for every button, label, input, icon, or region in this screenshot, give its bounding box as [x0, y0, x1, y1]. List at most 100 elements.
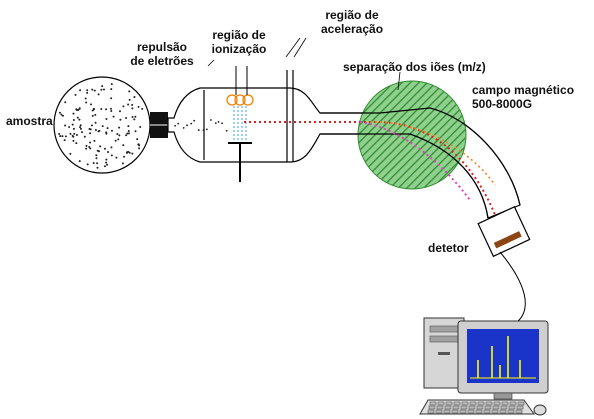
keyboard-key: [443, 409, 451, 414]
label-aceleracao-line1: região de: [325, 8, 379, 22]
keyboard-key: [453, 401, 461, 406]
sample-particle: [137, 143, 140, 146]
sample-particle: [116, 133, 119, 136]
sample-particle: [106, 150, 109, 153]
sample-particle: [96, 162, 99, 165]
sample-particle: [93, 139, 96, 142]
sample-particle: [139, 126, 142, 129]
sample-particle: [138, 147, 141, 150]
sample-particle: [110, 88, 113, 91]
sample-particle: [96, 166, 99, 169]
sample-particle: [79, 126, 82, 129]
sample-particle: [133, 118, 136, 121]
keyboard-key: [445, 401, 453, 406]
sample-particle: [61, 135, 64, 138]
sample-particle: [131, 152, 134, 155]
detector: [477, 206, 531, 258]
sample-particle: [100, 88, 103, 91]
detector-cable: [487, 251, 526, 331]
keyboard-key: [476, 405, 484, 410]
sample-particle: [103, 147, 106, 150]
sample-particle: [61, 114, 64, 117]
keyboard-key: [429, 401, 437, 406]
sample-particle: [133, 96, 136, 99]
sample-particle: [72, 135, 75, 138]
inlet-particle: [193, 119, 196, 122]
label-aceleracao-line2: aceleração: [320, 22, 384, 36]
sample-particle: [101, 85, 104, 88]
keyboard-key: [491, 409, 499, 414]
sample-particle: [58, 133, 61, 136]
sample-particle: [91, 109, 94, 112]
sample-particle: [78, 118, 81, 121]
keyboard-key: [509, 401, 517, 406]
sample-particle: [101, 125, 104, 128]
sample-particle: [59, 135, 62, 138]
sample-particle: [123, 155, 126, 158]
sample-particle: [76, 116, 79, 119]
sample-particle: [86, 89, 89, 92]
sample-particle: [69, 132, 72, 135]
sample-particle: [105, 161, 108, 164]
inlet-particle: [174, 124, 177, 127]
sample-particle: [81, 131, 84, 134]
sample-particle: [85, 144, 88, 147]
computer-tower-icon: [423, 317, 465, 389]
sample-particle: [106, 127, 109, 130]
keyboard-key: [459, 409, 467, 414]
keyboard-key: [467, 409, 475, 414]
sample-particle: [93, 89, 96, 92]
sample-particle: [78, 160, 81, 163]
keyboard-key: [492, 405, 500, 410]
keyboard-key: [501, 401, 509, 406]
inlet-particle: [190, 122, 193, 125]
sample-particle: [127, 103, 130, 106]
sample-particle: [105, 108, 108, 111]
inlet-particles: [174, 119, 228, 132]
sample-particle: [90, 124, 93, 127]
inlet-particle: [217, 121, 220, 123]
keyboard-key: [493, 401, 501, 406]
sample-particle: [86, 91, 89, 94]
sample-particle: [118, 110, 121, 113]
sample-particle: [85, 101, 88, 104]
sample-particle: [79, 89, 82, 92]
sample-particle: [83, 135, 86, 138]
keyboard-key: [517, 401, 525, 406]
sample-particle: [88, 146, 91, 149]
sample-particle: [110, 154, 113, 157]
label-ionizacao-line1: região de: [212, 28, 266, 42]
sample-particle: [95, 157, 98, 160]
spectrum-peaks: [477, 336, 521, 378]
label-campo-line2: 500-8000G: [472, 97, 533, 111]
keyboard-key: [435, 409, 443, 414]
sample-particle: [110, 146, 113, 149]
sample-particle: [58, 111, 61, 114]
sample-particle: [134, 115, 137, 118]
sample-particle: [137, 105, 140, 108]
sample-particle: [79, 124, 82, 127]
sample-flask: [53, 76, 151, 174]
sample-particle: [72, 118, 75, 121]
label-detetor: detetor: [428, 241, 469, 255]
sample-particle: [141, 107, 144, 110]
sample-particle: [64, 135, 67, 138]
sample-particle: [118, 134, 121, 137]
keyboard-icon: [419, 399, 535, 415]
sample-particle: [119, 118, 122, 121]
keyboard-key: [477, 401, 485, 406]
sample-particle: [134, 130, 137, 133]
sample-particle: [60, 113, 63, 116]
sample-particle: [127, 130, 130, 133]
inlet-particle: [177, 122, 180, 125]
sample-particle: [127, 132, 130, 135]
sample-particle: [100, 108, 103, 111]
keyboard-key: [499, 409, 507, 414]
sample-particle: [84, 97, 87, 100]
keyboard-key: [452, 405, 460, 410]
sample-particle: [63, 139, 66, 142]
keyboard-key: [469, 401, 477, 406]
sample-particle: [85, 147, 88, 150]
sample-particle: [115, 156, 118, 159]
